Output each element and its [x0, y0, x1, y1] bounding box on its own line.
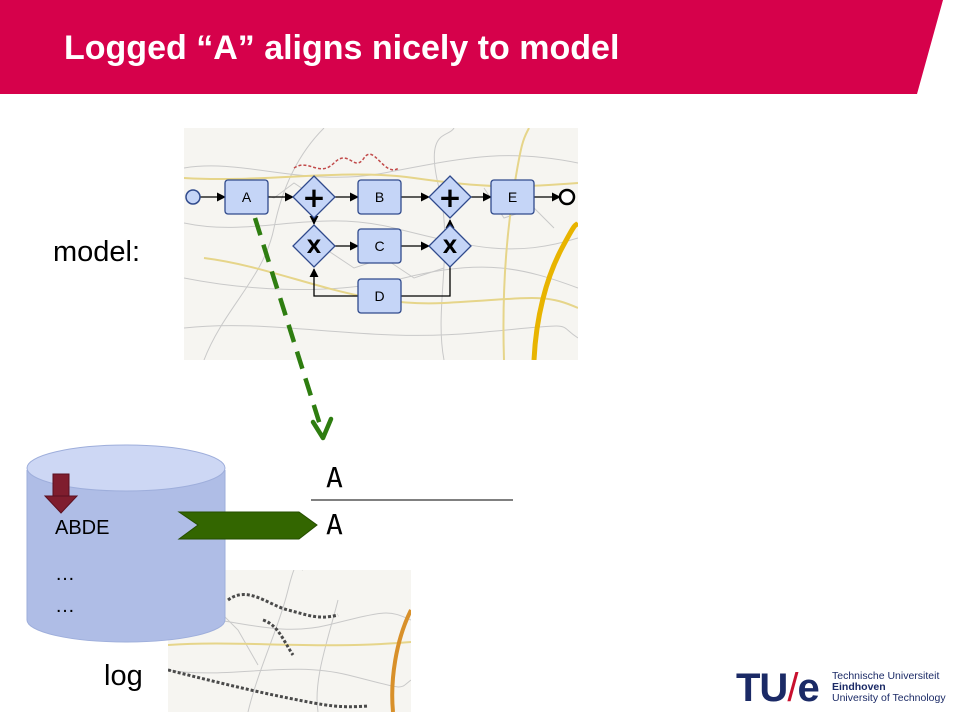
- tue-logo-line: University of Technology: [832, 692, 946, 704]
- tue-logo-line: Technische Universiteit: [832, 670, 940, 682]
- task-b: B: [357, 179, 402, 215]
- start-event: [185, 189, 201, 205]
- end-event: [558, 188, 576, 206]
- model-label: model:: [53, 236, 141, 268]
- task-a: A: [224, 179, 269, 215]
- svg-text:B: B: [375, 189, 384, 205]
- log-trace: …: [55, 595, 75, 617]
- xor-join-gateway: X: [292, 224, 336, 268]
- tue-logo: TU/e Technische Universiteit Eindhoven U…: [736, 664, 956, 714]
- log-arrow: [177, 511, 318, 540]
- task-e: E: [490, 179, 535, 215]
- xor-split-gateway: X: [428, 224, 472, 268]
- alignment-log-move: A: [326, 508, 343, 541]
- svg-text:X: X: [307, 236, 322, 258]
- alignment-model-move: A: [326, 461, 343, 494]
- tue-logo-mark: TU/e: [736, 666, 820, 710]
- svg-text:+: +: [438, 181, 461, 214]
- task-c: C: [357, 228, 402, 264]
- and-split-gateway: +: [292, 175, 336, 219]
- log-label: log: [104, 660, 143, 692]
- svg-text:C: C: [374, 238, 384, 254]
- svg-text:X: X: [443, 236, 458, 258]
- log-trace: ABDE: [55, 517, 110, 539]
- svg-text:D: D: [374, 288, 384, 304]
- event-log-database: [26, 444, 226, 643]
- svg-text:A: A: [242, 189, 252, 205]
- trace-pointer-arrow: [43, 473, 79, 514]
- tue-logo-line: Eindhoven: [832, 681, 886, 693]
- task-d: D: [357, 278, 402, 314]
- svg-text:E: E: [508, 189, 517, 205]
- log-trace: …: [55, 563, 75, 585]
- and-join-gateway: +: [428, 175, 472, 219]
- mapping-arrow: [252, 217, 334, 441]
- svg-text:+: +: [302, 181, 325, 214]
- slide-title: Logged “A” aligns nicely to model: [64, 29, 620, 67]
- title-bar: [0, 0, 943, 94]
